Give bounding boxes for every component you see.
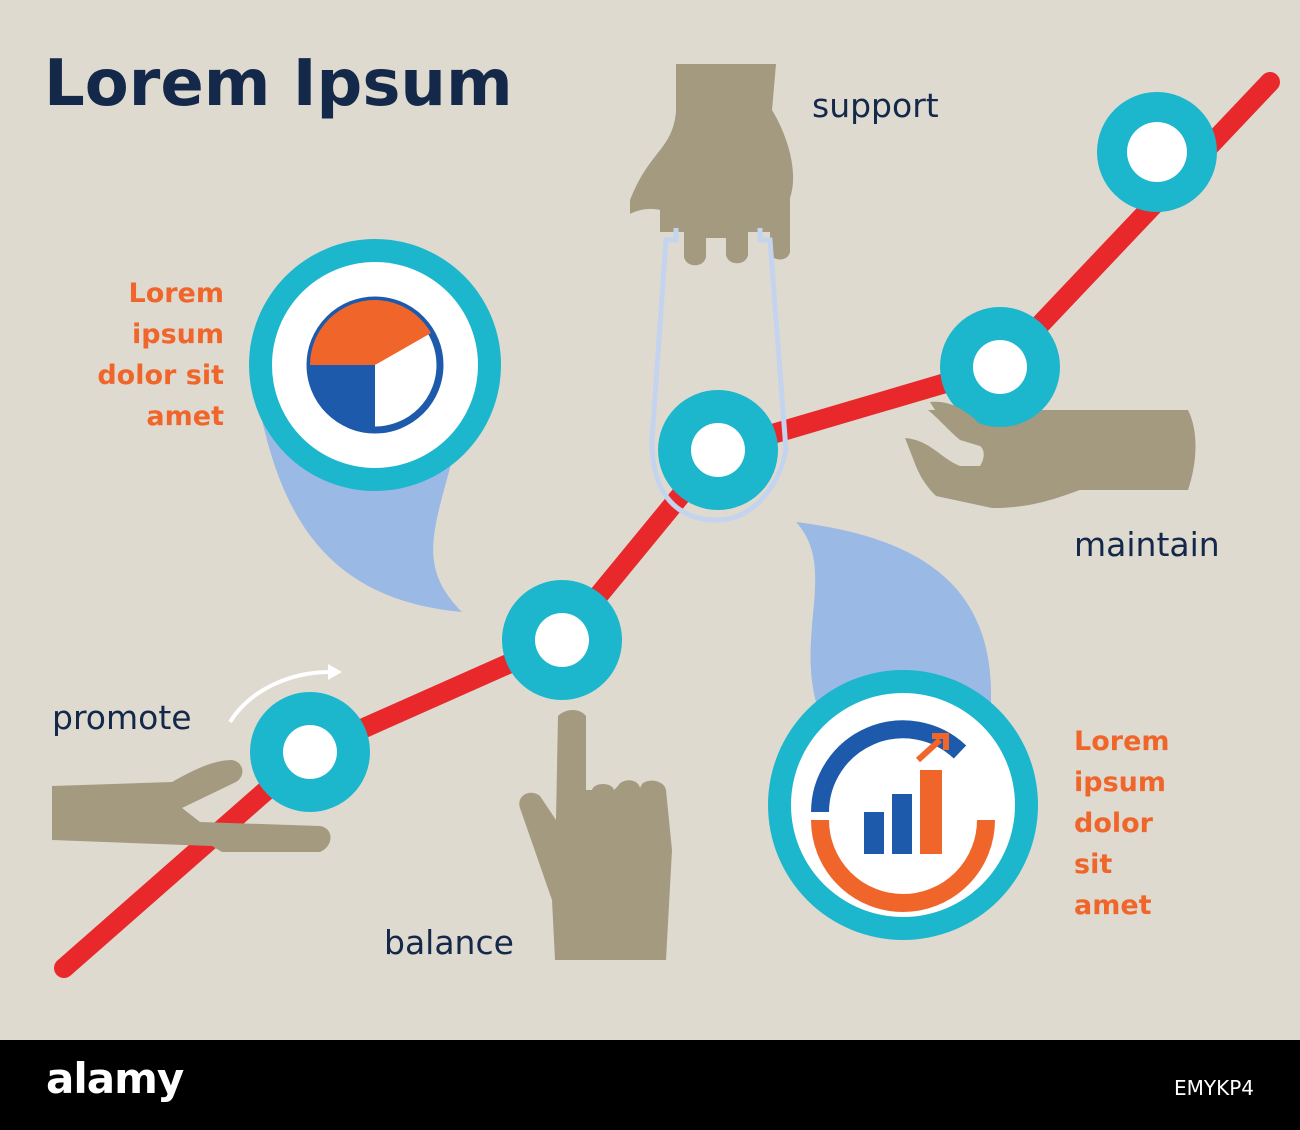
left-bubble (249, 239, 501, 491)
right-note-line: dolor (1074, 808, 1153, 839)
page-title: Lorem Ipsum (44, 47, 513, 121)
footer-image-id: EMYKP4 (1173, 1076, 1254, 1100)
label-support: support (812, 86, 939, 125)
maintain-hand-icon (905, 410, 1196, 508)
node-maintain (940, 307, 1060, 427)
node-support (658, 390, 778, 510)
node-promote (250, 692, 370, 812)
left-note-line: ipsum (131, 319, 224, 350)
left-note-line: dolor sit (97, 360, 224, 391)
promote-arrow-icon (228, 670, 331, 724)
support-hand-icon (630, 64, 794, 523)
right-note: Lorem ipsum dolor sit amet (1074, 721, 1170, 926)
footer-bar: alamy EMYKP4 (0, 1040, 1300, 1130)
label-maintain: maintain (1074, 525, 1220, 564)
bar-chart-gauge-icon (811, 720, 995, 912)
pie-chart-icon (306, 296, 444, 434)
right-note-line: ipsum (1074, 767, 1167, 798)
label-balance: balance (384, 923, 514, 962)
maintain-thumb (930, 401, 982, 431)
right-note-line: sit (1074, 849, 1113, 880)
infographic-art (52, 64, 1280, 978)
infographic: Lorem Ipsum support maintain promote bal… (44, 47, 1280, 978)
label-promote: promote (52, 698, 192, 737)
right-note-line: amet (1074, 890, 1152, 921)
promote-hand-icon (52, 760, 331, 852)
balance-hand-icon (519, 710, 672, 960)
node-top (1097, 92, 1217, 212)
left-note: Lorem ipsum dolor sit amet (97, 273, 224, 437)
left-note-line: Lorem (128, 278, 224, 309)
footer-logo: alamy (46, 1054, 184, 1103)
right-bubble (768, 670, 1038, 940)
right-note-line: Lorem (1074, 726, 1170, 757)
node-balance (502, 580, 622, 700)
right-bubble-tail (796, 522, 992, 720)
left-note-line: amet (146, 401, 224, 432)
